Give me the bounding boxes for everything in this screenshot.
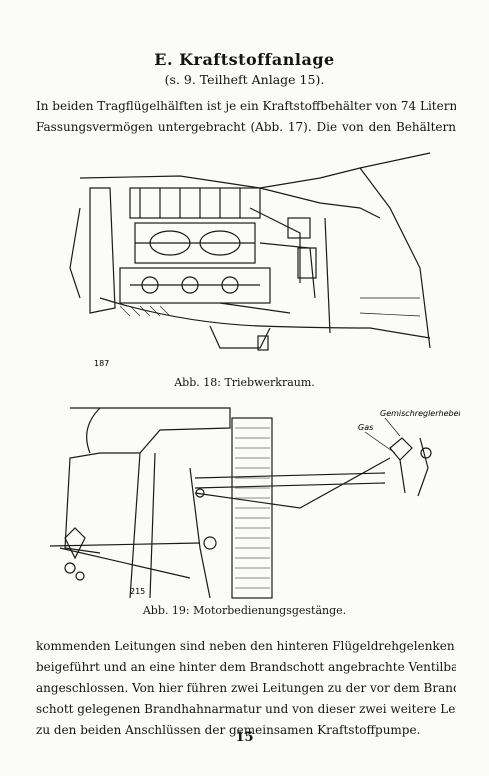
closing-line: zu den beiden Anschlüssen der gemeinsame… (36, 723, 421, 737)
closing-line: beigeführt und an eine hinter dem Brands… (36, 660, 456, 674)
section-heading: E. Kraftstoffanlage (154, 50, 335, 69)
figure-19-control-linkage: Gemischreglerhebel Gas 215 (49, 407, 460, 599)
figure-18-engine-compartment: 187 (69, 152, 431, 368)
closing-line: angeschlossen. Von hier führen zwei Leit… (36, 681, 456, 695)
intro-paragraph: In beiden Tragflügelhälften ist je ein K… (36, 96, 456, 138)
label-gas: Gas (358, 423, 373, 432)
figure-19-caption: Abb. 19: Motorbedienungsgestänge. (142, 604, 347, 617)
intro-line: Fassungsvermögen untergebracht (Abb. 17)… (36, 120, 456, 134)
closing-line: kommenden Leitungen sind neben den hinte… (36, 639, 456, 653)
section-reference: (s. 9. Teilheft Anlage 15). (164, 72, 325, 87)
label-gemischreglerhebel: Gemischreglerhebel (380, 409, 460, 418)
page-number: 15 (235, 730, 254, 745)
figure-18-number: 187 (94, 359, 109, 368)
closing-line: schott gelegenen Brandhahnarmatur und vo… (36, 702, 456, 716)
closing-paragraph: kommenden Leitungen sind neben den hinte… (36, 636, 456, 741)
figure-18-caption: Abb. 18: Triebwerkraum. (174, 376, 315, 389)
figure-19-number: 215 (130, 587, 145, 596)
intro-line: In beiden Tragflügelhälften ist je ein K… (36, 99, 456, 113)
